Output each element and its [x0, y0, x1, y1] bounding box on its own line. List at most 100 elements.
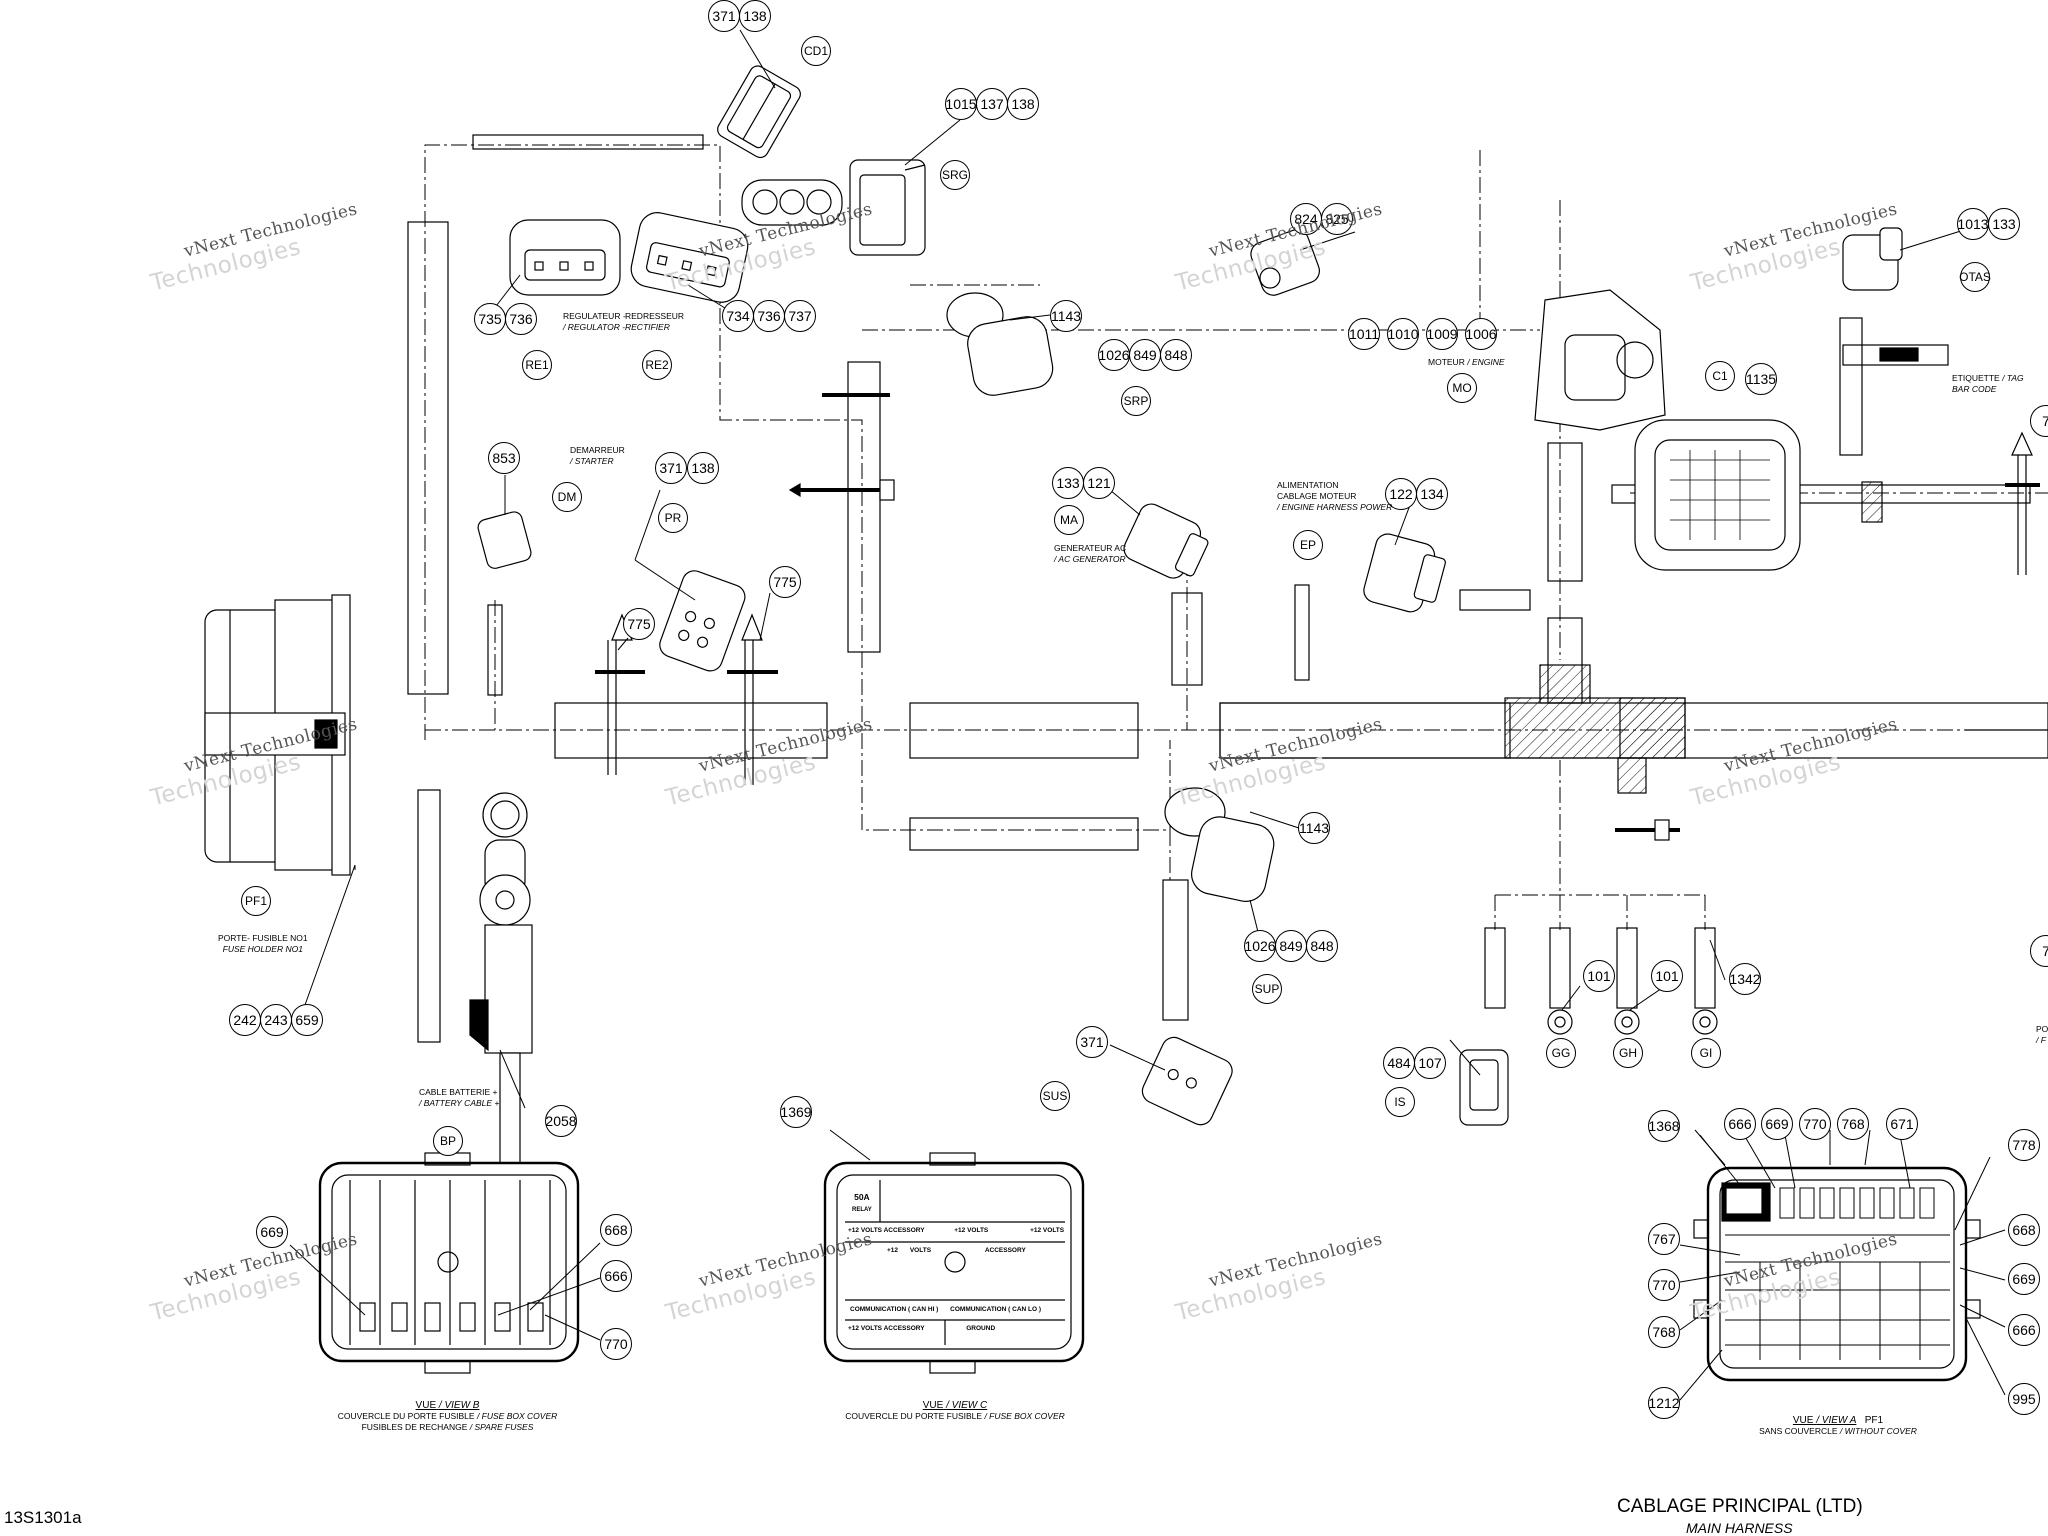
ref-code: PR: [658, 503, 688, 533]
label-text: / VIEW C: [946, 1400, 988, 1411]
label-text: +12 VOLTS: [848, 1325, 883, 1332]
label-text: VOLTS: [909, 1247, 932, 1254]
ref-code: RE1: [522, 350, 552, 380]
connector-ma: [1123, 503, 1209, 579]
ref-code: GH: [1613, 1038, 1643, 1068]
sleeve: [1839, 317, 1863, 456]
label-text: +12: [887, 1247, 899, 1254]
fuse-holder-label: PORTE- FUSIBLE NO1 FUSE HOLDER NO1: [218, 933, 308, 955]
label-text: ACCESSORY: [883, 1227, 925, 1234]
fuse-c-row4: +12 VOLTS ACCESSORY GROUND: [848, 1323, 995, 1334]
callout: 768: [1648, 1316, 1680, 1348]
sleeve: [1549, 927, 1571, 1009]
sleeve: [487, 604, 503, 696]
callout: 137: [976, 88, 1008, 120]
edge-label: PO / F: [2036, 1024, 2048, 1046]
callout: 484: [1383, 1047, 1415, 1079]
callout: 1015: [945, 88, 977, 120]
sleeve: [1842, 344, 1949, 366]
callout: 138: [1007, 88, 1039, 120]
ref-code: RE2: [642, 350, 672, 380]
callout: 666: [2008, 1314, 2040, 1346]
engine-harness-power-label: ALIMENTATION CABLAGE MOTEUR / ENGINE HAR…: [1277, 480, 1392, 513]
connector-dm: [477, 511, 532, 569]
fuse-c-relay: 50A RELAY: [852, 1192, 872, 1216]
view-b-caption: VUE / VIEW B COUVERCLE DU PORTE FUSIBLE …: [335, 1400, 560, 1433]
label-text: / FUSE BOX COVER: [476, 1411, 558, 1421]
callout: 1011: [1348, 318, 1380, 350]
view-title: VUE / VIEW C: [923, 1400, 987, 1411]
label-text: COMMUNICATION ( CAN LO ): [950, 1306, 1042, 1313]
sleeve: [407, 221, 449, 695]
label-text: +12 VOLTS: [1030, 1227, 1065, 1234]
label-text: REGULATEUR -: [563, 311, 626, 321]
ref-code: SRP: [1121, 386, 1151, 416]
label-text: COUVERCLE DU PORTE FUSIBLE: [845, 1411, 983, 1421]
drawing-title: CABLAGE PRINCIPAL (LTD): [1617, 1496, 1863, 1517]
label-text: / VIEW B: [438, 1400, 480, 1411]
label-text: / AC GENERATOR: [1054, 554, 1126, 564]
ref-code: OTAS: [1959, 262, 1991, 292]
label-text: GENERATEUR AC: [1054, 543, 1127, 553]
label-text: CABLAGE MOTEUR: [1277, 491, 1357, 501]
callout: 101: [1583, 960, 1615, 992]
label-text: ACCESSORY: [984, 1247, 1026, 1254]
callout: 1143: [1050, 300, 1082, 332]
connector-srp: [946, 292, 1054, 396]
label-text: / ENGINE: [1467, 357, 1505, 367]
sleeve: [1694, 927, 1716, 1009]
callout: 133: [1988, 208, 2020, 240]
label-text: / REGULATOR -: [563, 322, 626, 332]
connector-ep: [1363, 533, 1446, 613]
label-text: / F: [2036, 1035, 2046, 1045]
label-text: COUVERCLE DU PORTE FUSIBLE: [337, 1411, 475, 1421]
label-text: FUSIBLES DE RECHANGE: [361, 1422, 468, 1432]
label-text: / BATTERY CABLE +: [419, 1098, 500, 1108]
connector-srg: [849, 159, 926, 256]
label-text: FUSE HOLDER NO1: [222, 944, 303, 954]
connector-is: [1459, 1049, 1509, 1126]
connector-re1: [509, 219, 621, 296]
ref-code: MO: [1447, 373, 1477, 403]
label-text: / VIEW A: [1816, 1415, 1857, 1426]
callout: 1135: [1745, 363, 1777, 395]
label-text: GROUND: [966, 1325, 996, 1332]
label-text: / SPARE FUSES: [469, 1422, 534, 1432]
label-text: VUE: [1792, 1415, 1814, 1426]
callout: 1009: [1426, 318, 1458, 350]
ref-code: CD1: [801, 36, 831, 66]
label-text: +12 VOLTS: [848, 1227, 883, 1234]
label-text: BAR CODE: [1952, 384, 1997, 394]
label-text: DEMARREUR: [570, 445, 625, 455]
harness-centerline: [424, 144, 1171, 831]
callout: 669: [1761, 1108, 1793, 1140]
callout: 853: [488, 442, 520, 474]
label-text: / TAG: [2002, 373, 2024, 383]
label-text: PO: [2036, 1024, 2048, 1034]
callout: 770: [600, 1328, 632, 1360]
callout: 1006: [1465, 318, 1497, 350]
callout: 770: [1648, 1269, 1680, 1301]
callout: 134: [1416, 478, 1448, 510]
callout: 735: [474, 303, 506, 335]
label-text: / ENGINE HARNESS POWER: [1277, 502, 1393, 512]
callout: 1010: [1387, 318, 1419, 350]
view-title: VUE / VIEW B: [416, 1400, 480, 1411]
label-text: / STARTER: [570, 456, 614, 466]
callout: 775: [769, 566, 801, 598]
sleeve: [417, 789, 441, 1043]
callout: 668: [600, 1214, 632, 1246]
fuse-box-view-a: [1693, 1166, 1981, 1382]
starter-label: DEMARREUR / STARTER: [570, 445, 625, 467]
callout: 825: [1321, 203, 1353, 235]
callout: 101: [1651, 960, 1683, 992]
callout: 371: [655, 452, 687, 484]
callout: 2058: [545, 1105, 577, 1137]
callout: 824: [1290, 203, 1322, 235]
sleeve: [1294, 584, 1310, 681]
cable-tie: [788, 393, 895, 501]
label-text: ALIMENTATION: [1277, 480, 1339, 490]
ref-code: PF1: [241, 886, 271, 916]
drawing-subtitle: MAIN HARNESS: [1686, 1520, 1793, 1536]
